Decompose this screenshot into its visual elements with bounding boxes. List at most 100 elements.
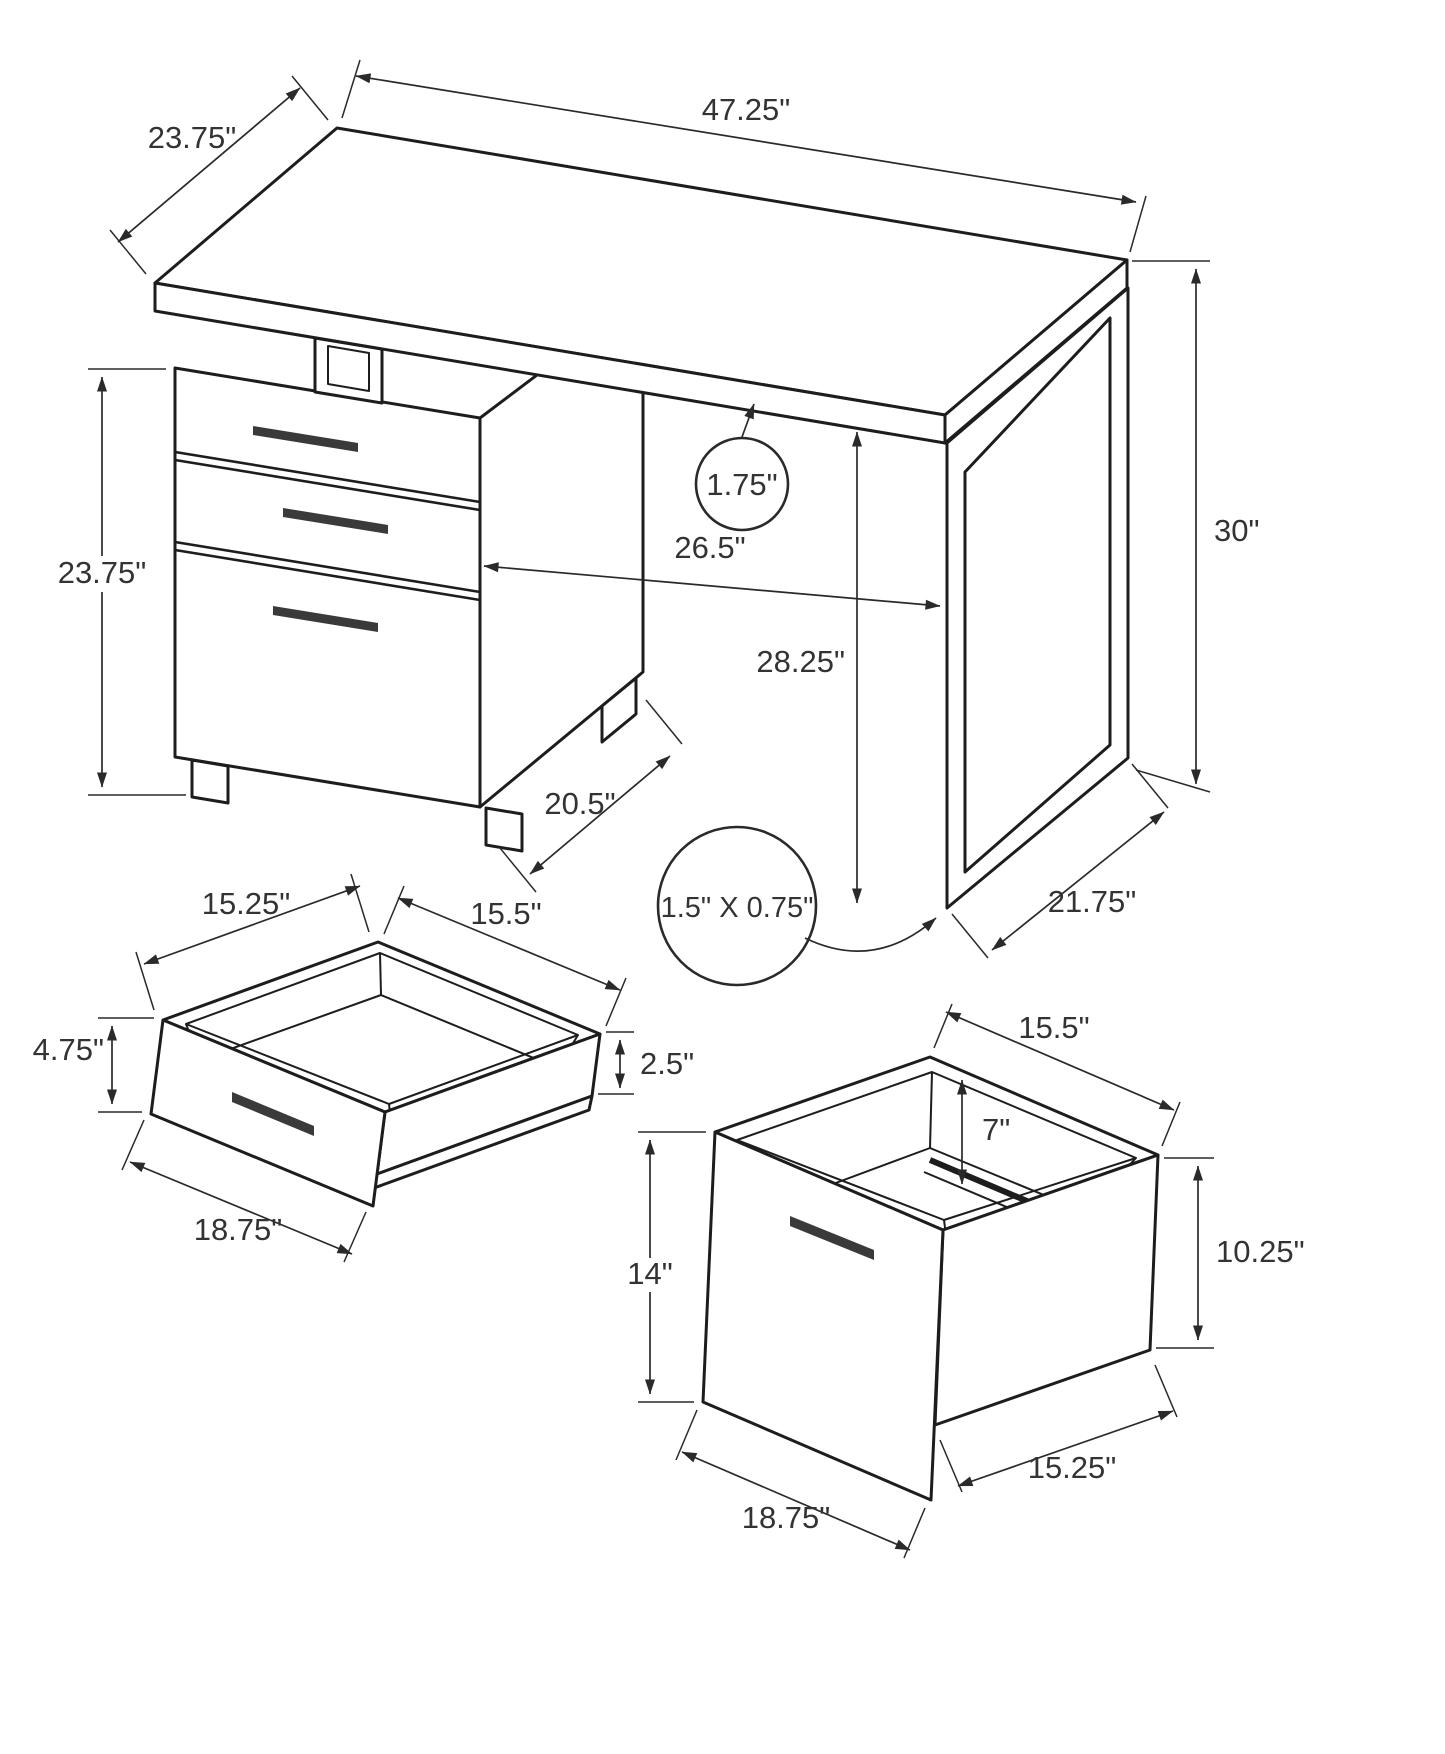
label-backing (44, 556, 160, 592)
callout-circle (694, 436, 790, 532)
dim-file-front-height: 14" (612, 1131, 706, 1403)
dim-file-rail-drop: 7" (957, 1079, 1010, 1185)
dim-file-front-width: 18.75" (675, 1409, 926, 1559)
dim-small-front-height: 4.75" (33, 1017, 154, 1113)
dimension-arrow (397, 897, 621, 991)
extension-line (605, 977, 627, 1027)
dim-leg-depth: 21.75" (951, 763, 1169, 959)
dim-clearance: 28.25" (756, 431, 862, 904)
drawer-front-panel (701, 1130, 945, 1502)
dim-leg-tube: 1.5" X 0.75" (656, 825, 937, 987)
drawer-gap-line (173, 540, 482, 594)
drawer-handle (232, 1092, 314, 1136)
pedestal-front-face (173, 366, 482, 809)
callout-circle (656, 825, 818, 987)
extension-line (121, 1119, 145, 1171)
dim-small-front-width-label: 18.75" (194, 1212, 283, 1247)
extension-line (1131, 763, 1169, 809)
extension-line (1161, 1101, 1181, 1147)
inner-corner-line (379, 952, 382, 996)
dim-pedestal-height: 23.75" (44, 368, 186, 796)
drawer-gap-line (173, 450, 482, 504)
dim-small-back-width: 15.25" (135, 873, 370, 1011)
leader-arrow (804, 917, 937, 952)
dimension-arrow (991, 811, 1165, 951)
dim-top-depth-label: 23.75" (148, 120, 237, 155)
extension-line (903, 1507, 926, 1559)
dim-leg-depth-label: 21.75" (1048, 884, 1137, 919)
dimension-arrow (681, 1451, 911, 1551)
extension-line (939, 1439, 963, 1493)
dim-small-side-height-label: 2.5" (640, 1046, 694, 1081)
extension-line (1154, 1364, 1178, 1418)
drawer-handle-middle (283, 508, 388, 534)
file-drawer-detail: 15.5" 7" 14" 10.25" 18.75" (612, 1003, 1305, 1559)
pedestal-foot-front-left (190, 758, 230, 805)
dim-pedestal-depth: 20.5" (499, 699, 683, 893)
dimension-arrow (143, 885, 361, 965)
dim-knee-space-label: 26.5" (674, 530, 745, 565)
dimension-arrow (529, 755, 671, 875)
dim-file-depth-label: 15.5" (1018, 1010, 1089, 1045)
dim-file-back-width-label: 15.25" (1028, 1450, 1117, 1485)
dim-file-side-height: 10.25" (1156, 1157, 1305, 1349)
dim-file-back-width: 15.25" (939, 1364, 1178, 1493)
dim-file-front-height-label: 14" (627, 1256, 673, 1291)
dim-small-back-width-label: 15.25" (202, 886, 291, 921)
dim-top-depth: 23.75" (109, 75, 329, 275)
extension-line (341, 59, 361, 119)
dim-overall-height-label: 30" (1214, 513, 1260, 548)
small-drawer-detail: 15.25" 15.5" 4.75" 2.5" 18.75" (33, 873, 694, 1263)
extension-line (1129, 195, 1147, 253)
extension-line (1135, 769, 1211, 793)
dim-top-length: 47.25" (341, 59, 1147, 253)
desk-assembly-view: 47.25" 23.75" 23.75" 30" 1.7 (44, 59, 1260, 987)
dim-file-depth: 15.5" (933, 1003, 1181, 1147)
extension-line (499, 847, 537, 893)
dim-file-front-width-label: 18.75" (742, 1500, 831, 1535)
dim-file-rail-drop-label: 7" (982, 1112, 1010, 1147)
leg-frame-opening (963, 316, 1112, 874)
dim-top-thickness: 1.75" (694, 403, 790, 532)
dim-file-side-height-label: 10.25" (1216, 1234, 1305, 1269)
pedestal (173, 293, 645, 853)
dim-clearance-label: 28.25" (756, 644, 845, 679)
dim-top-thickness-label: 1.75" (706, 467, 777, 502)
pedestal-foot-front-right (484, 806, 524, 853)
extension-line (291, 75, 329, 121)
drawer-handle-top (253, 426, 358, 452)
drawer-gap-line (173, 548, 482, 602)
extension-line (951, 913, 989, 959)
dimension-arrow (117, 87, 301, 243)
extension-line (383, 885, 405, 935)
dimension-arrow (957, 1410, 1174, 1487)
dimension-arrow (355, 73, 1137, 205)
dim-small-depth: 15.5" (383, 885, 627, 1027)
leader-arrow (741, 403, 755, 438)
leg-frame (945, 286, 1130, 910)
extension-line (933, 1003, 953, 1049)
extension-line (135, 951, 155, 1011)
dimension-arrow (945, 1011, 1175, 1111)
label-backing (612, 1258, 690, 1292)
pedestal-foot-back (600, 676, 638, 744)
dimension-arrow (129, 1161, 353, 1255)
dim-knee-space: 26.5" (483, 530, 941, 610)
drawer-handle (790, 1216, 874, 1260)
dim-small-front-width: 18.75" (121, 1119, 367, 1263)
dim-small-side-height: 2.5" (598, 1031, 694, 1095)
dim-small-depth-label: 15.5" (470, 896, 541, 931)
dim-small-front-height-label: 4.75" (33, 1032, 104, 1067)
drawer-handle-file (273, 606, 378, 632)
mounting-bracket-hole (327, 345, 370, 392)
dimension-arrow (483, 562, 941, 610)
dim-leg-tube-label: 1.5" X 0.75" (661, 892, 814, 924)
inner-corner-line (929, 1071, 933, 1149)
dim-overall-height: 30" (1132, 260, 1260, 793)
dim-pedestal-depth-label: 20.5" (544, 786, 615, 821)
drawer-gap-line (173, 458, 482, 512)
extension-line (645, 699, 683, 745)
extension-line (109, 229, 147, 275)
extension-line (675, 1409, 698, 1461)
